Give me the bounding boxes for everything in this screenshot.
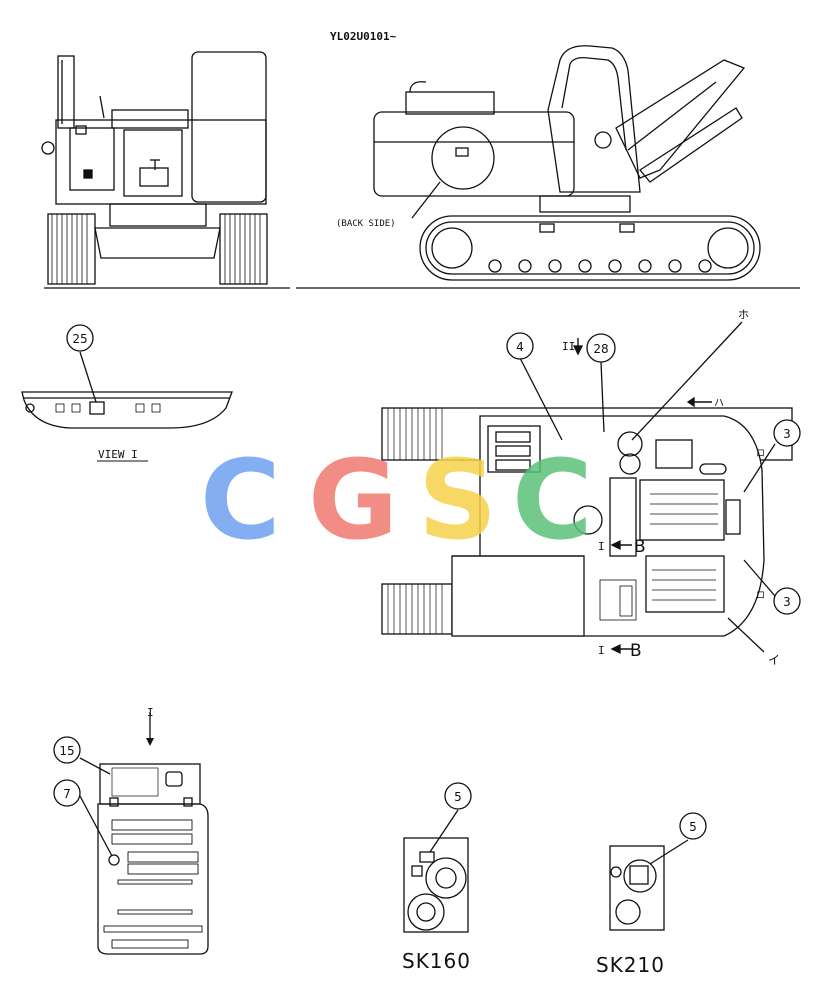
drawing-code: YL02U0101~ [330, 30, 397, 43]
view-arrow-head [146, 738, 154, 746]
callout-7: 7 [53, 779, 81, 807]
callout-15-number: 15 [59, 744, 74, 758]
callout-5-left-number: 5 [454, 790, 462, 804]
view-i-drawing [21, 351, 233, 429]
view-marker-label: I [147, 706, 154, 719]
watermark-letter-1: C [200, 436, 281, 564]
section-ii-label: II [562, 340, 575, 353]
callout-15: 15 [53, 736, 81, 764]
callout-7-number: 7 [63, 787, 71, 801]
callout-3-top-number: 3 [783, 427, 791, 441]
kana-ro-label-upper: ロ [756, 449, 765, 459]
section-i-lower-label: I [598, 644, 605, 657]
kana-ho-label: ホ [738, 308, 749, 321]
model-sk210-label: SK210 [596, 953, 665, 977]
section-i-upper-label: I [598, 540, 605, 553]
kana-ro-label-lower: ロ [756, 591, 765, 601]
callout-25-number: 25 [72, 332, 87, 346]
callout-5-left: 5 [444, 782, 472, 810]
watermark-logo: C G S C [200, 436, 593, 564]
watermark-letter-4: C [512, 436, 593, 564]
callout-4: 4 [506, 332, 534, 360]
watermark-letter-2: G [308, 436, 398, 564]
sk160-drawing [403, 809, 469, 933]
callout-3-bottom-number: 3 [783, 595, 791, 609]
top-view-drawing [381, 321, 793, 655]
panel-drawing [79, 712, 209, 955]
kana-i-label: イ [768, 653, 780, 667]
callout-3-bottom: 3 [773, 587, 801, 615]
callout-5-right: 5 [679, 812, 707, 840]
sk210-drawing [609, 839, 689, 931]
watermark-letter-3: S [418, 436, 497, 564]
callout-4-number: 4 [516, 340, 524, 354]
kana-ha-label: ハ [714, 398, 724, 409]
callout-28: 28 [586, 333, 616, 363]
callout-5-right-number: 5 [689, 820, 697, 834]
model-sk160-label: SK160 [402, 949, 471, 973]
back-side-label: (BACK SIDE) [336, 219, 396, 229]
callout-3-top: 3 [773, 419, 801, 447]
callout-25: 25 [66, 324, 94, 352]
callout-28-number: 28 [593, 342, 608, 356]
side-view-drawing [296, 45, 800, 289]
rear-view-drawing [41, 51, 290, 289]
view-i-label: VIEW I [98, 448, 138, 461]
section-b-upper-label: B [634, 537, 646, 557]
section-b-lower-label: B [630, 641, 642, 661]
